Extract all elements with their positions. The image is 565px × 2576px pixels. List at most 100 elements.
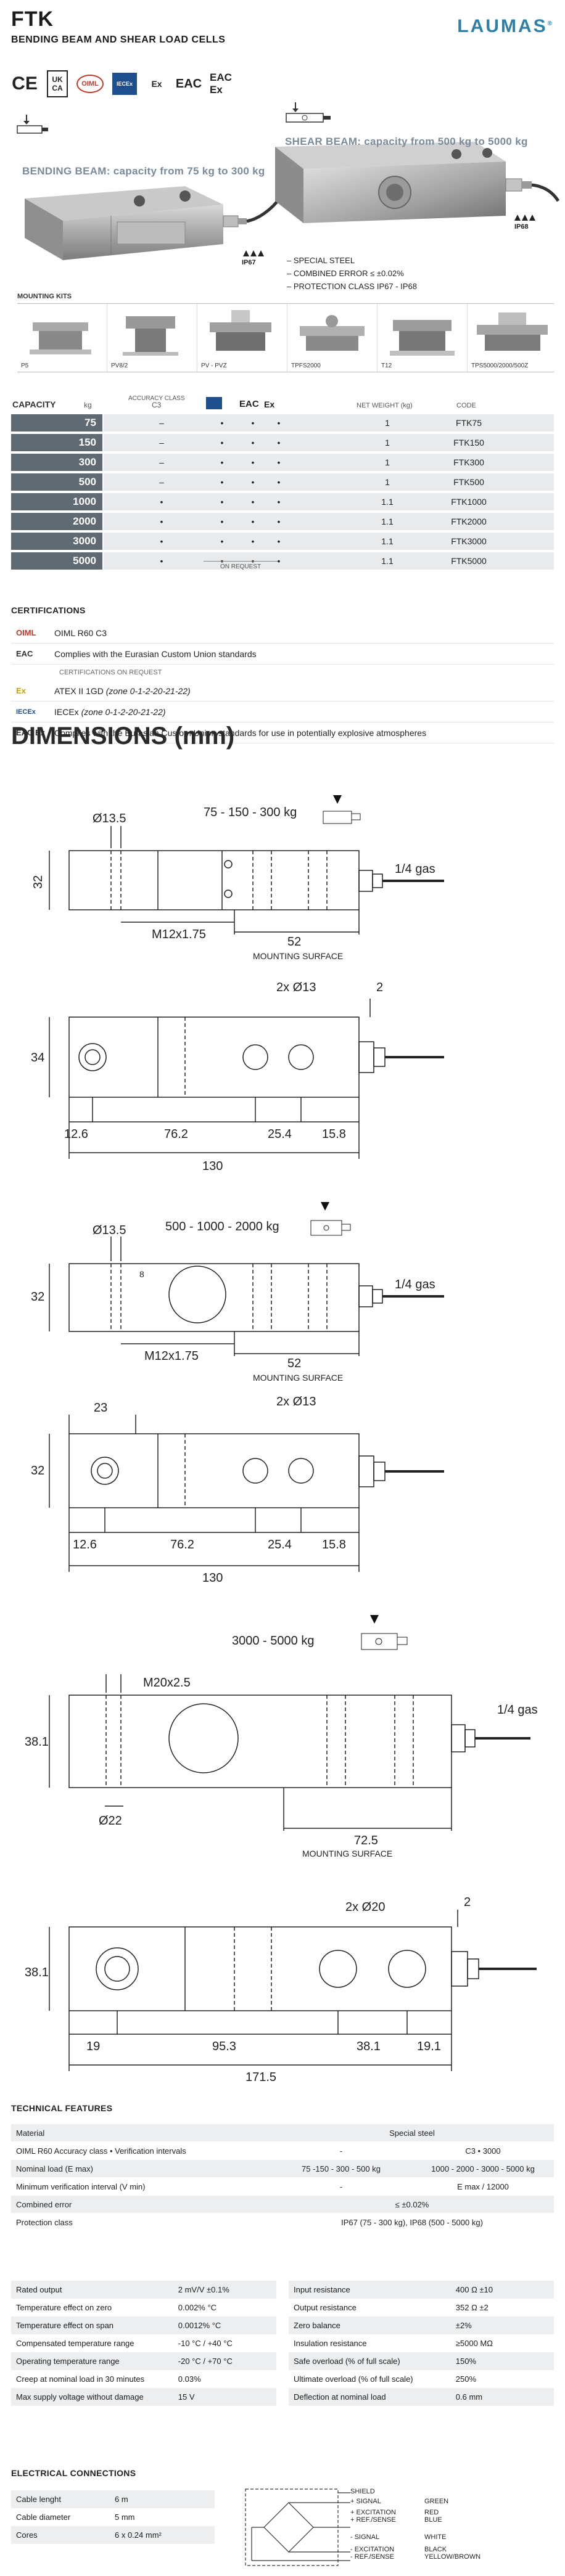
eac-ex-icon: EAC Ex [16, 728, 45, 737]
drawing3-holes: 2x Ø20 [345, 1900, 385, 1914]
tf-value: ≤ ±0.02% [395, 2199, 429, 2209]
elec-key: Cores [16, 2530, 38, 2540]
tf-label: Combined error [16, 2199, 72, 2209]
drawing2-d4: 15.8 [322, 1538, 346, 1552]
spec-key: Input resistance [294, 2285, 350, 2294]
cert-item: EAC Ex Complies with the Eurasian Custom… [11, 722, 554, 743]
col-accuracy-sub: C3 [152, 401, 162, 409]
tf-value: IP67 (75 - 300 kg), IP68 (500 - 5000 kg) [341, 2217, 483, 2227]
capacity-cell: 500 [11, 473, 102, 491]
spec-key: Temperature effect on span [16, 2321, 114, 2330]
ex-cell: • [277, 418, 281, 428]
accuracy-c3-cell: • [160, 517, 163, 526]
load-arrow-icon [310, 1202, 351, 1236]
atex-ex-icon: Ex [151, 79, 162, 89]
capacity-cell: 3000 [11, 533, 102, 550]
eac-ex-cell: • [251, 457, 255, 467]
cert-text-main: IECEx [54, 706, 79, 717]
technical-drawing-3: 3000 - 5000 kg M20x2.5 38.1 1/4 gas Ø22 … [25, 1615, 538, 2083]
mounting-kit-item: TPS5000/2000/500Z [468, 304, 557, 372]
drawing3-gap: 2 [464, 1895, 471, 1909]
drawing2-top-width: 23 [94, 1401, 107, 1415]
technical-drawing-2: 500 - 1000 - 2000 kg Ø13.5 32 8 M12x1.75… [31, 1202, 444, 1585]
drawing1-d4: 15.8 [322, 1127, 346, 1141]
drawing3-thread: M20x2.5 [143, 1676, 191, 1690]
drawing1-height: 32 [31, 875, 45, 889]
accuracy-c3-cell: • [160, 556, 163, 566]
shear-beam-image [275, 142, 560, 223]
mounting-kit-label: PV - PVZ [201, 362, 227, 369]
net-weight-cell: 1 [385, 438, 390, 448]
mounting-kit-label: P5 [21, 362, 29, 369]
eac-ex-cell: • [251, 438, 255, 448]
brand-logo-text: LAUMAS [457, 16, 548, 36]
model-subtitle: BENDING BEAM AND SHEAR LOAD CELLS [11, 35, 226, 45]
eac-ex-icon: EAC Ex [210, 72, 232, 96]
drawing3-gas: 1/4 gas [497, 1703, 538, 1717]
tf-value: E max / 12000 [457, 2181, 509, 2191]
spec-value: 15 V [178, 2392, 195, 2402]
drawing2-range: 500 - 1000 - 2000 kg [165, 1220, 279, 1233]
bridge-circuit-icon [245, 2488, 350, 2566]
eac-ex-cell: • [251, 477, 255, 487]
drawing-bending-beam: 75 - 150 - 300 kg Ø13.5 32 M12x1.75 52 M… [0, 795, 565, 1177]
spec-value: 0.0012% °C [178, 2321, 221, 2330]
capacity-cell: 300 [11, 454, 102, 471]
cert-on-request-title: CERTIFICATIONS ON REQUEST [59, 669, 162, 676]
tf-value: Special steel [389, 2128, 435, 2138]
table-row: Max supply voltage without damage 15 V [11, 2388, 276, 2406]
drawing2-d1: 12.6 [73, 1538, 97, 1552]
row-stripe [104, 533, 554, 550]
tf-value: C3 • 3000 [465, 2146, 501, 2156]
drawing2-length: 52 [287, 1357, 301, 1370]
row-stripe [104, 473, 554, 491]
wire-row: - EXCITATION - REF./SENSE BLACK YELLOW/B… [350, 2546, 505, 2561]
spec-value: 0.03% [178, 2374, 201, 2384]
drawing2-gas: 1/4 gas [395, 1278, 435, 1291]
row-stripe [104, 414, 554, 431]
drawing1-length: 52 [287, 935, 301, 949]
drawing-shear-beam-large: 3000 - 5000 kg M20x2.5 38.1 1/4 gas Ø22 … [0, 1615, 565, 2083]
bending-beam-image [25, 186, 282, 260]
wire-color [424, 2488, 505, 2495]
spec-key: Rated output [16, 2285, 62, 2294]
wire-color: GREEN [424, 2498, 449, 2505]
wire-row: + EXCITATION + REF./SENSE RED BLUE [350, 2509, 505, 2524]
iecex-cell: • [220, 477, 224, 487]
iecex-icon: IECEx [112, 73, 137, 95]
spec-value: ±2% [455, 2321, 472, 2330]
mounting-kit-image [210, 310, 271, 351]
elec-value: 5 mm [115, 2513, 135, 2522]
ukca-mark-icon: UK CA [47, 70, 68, 97]
eac-icon: EAC [16, 649, 33, 658]
drawing3-width: 38.1 [25, 1966, 49, 1979]
drawing2-thread: M12x1.75 [144, 1349, 199, 1363]
tf-value: 75 -150 - 300 - 500 kg [302, 2164, 381, 2173]
wire-name: + SIGNAL [350, 2498, 381, 2505]
row-stripe [104, 454, 554, 471]
mounting-kit-item: T12 [377, 304, 468, 372]
drawing2-d2: 76.2 [170, 1538, 194, 1552]
header: FTK BENDING BEAM AND SHEAR LOAD CELLS LA… [11, 7, 554, 51]
cert-text: ATEX II 1GD (zone 0-1-2-20-21-22) [54, 686, 191, 696]
capacity-table: CAPACITY kg ACCURACY CLASS C3 EAC Ex NET… [11, 385, 554, 572]
spec-value: ≥5000 MΩ [455, 2339, 493, 2348]
technical-features-title: TECHNICAL FEATURES [11, 2103, 113, 2113]
brand-logo: LAUMAS® [457, 16, 554, 37]
elec-key: Cable diameter [16, 2513, 71, 2522]
hero-product: BENDING BEAM: capacity from 75 kg to 300… [0, 92, 565, 327]
spec-key: Max supply voltage without damage [16, 2392, 144, 2402]
accuracy-c3-cell: • [160, 497, 163, 507]
table-row: Compensated temperature range-10 °C / +4… [11, 2334, 276, 2352]
drawing2-width: 32 [31, 1464, 44, 1478]
feature-item: SPECIAL STEEL [287, 254, 417, 267]
accuracy-c3-cell: – [159, 438, 164, 448]
drawing1-d3: 25.4 [268, 1127, 292, 1141]
drawing3-d4: 19.1 [417, 2040, 441, 2053]
